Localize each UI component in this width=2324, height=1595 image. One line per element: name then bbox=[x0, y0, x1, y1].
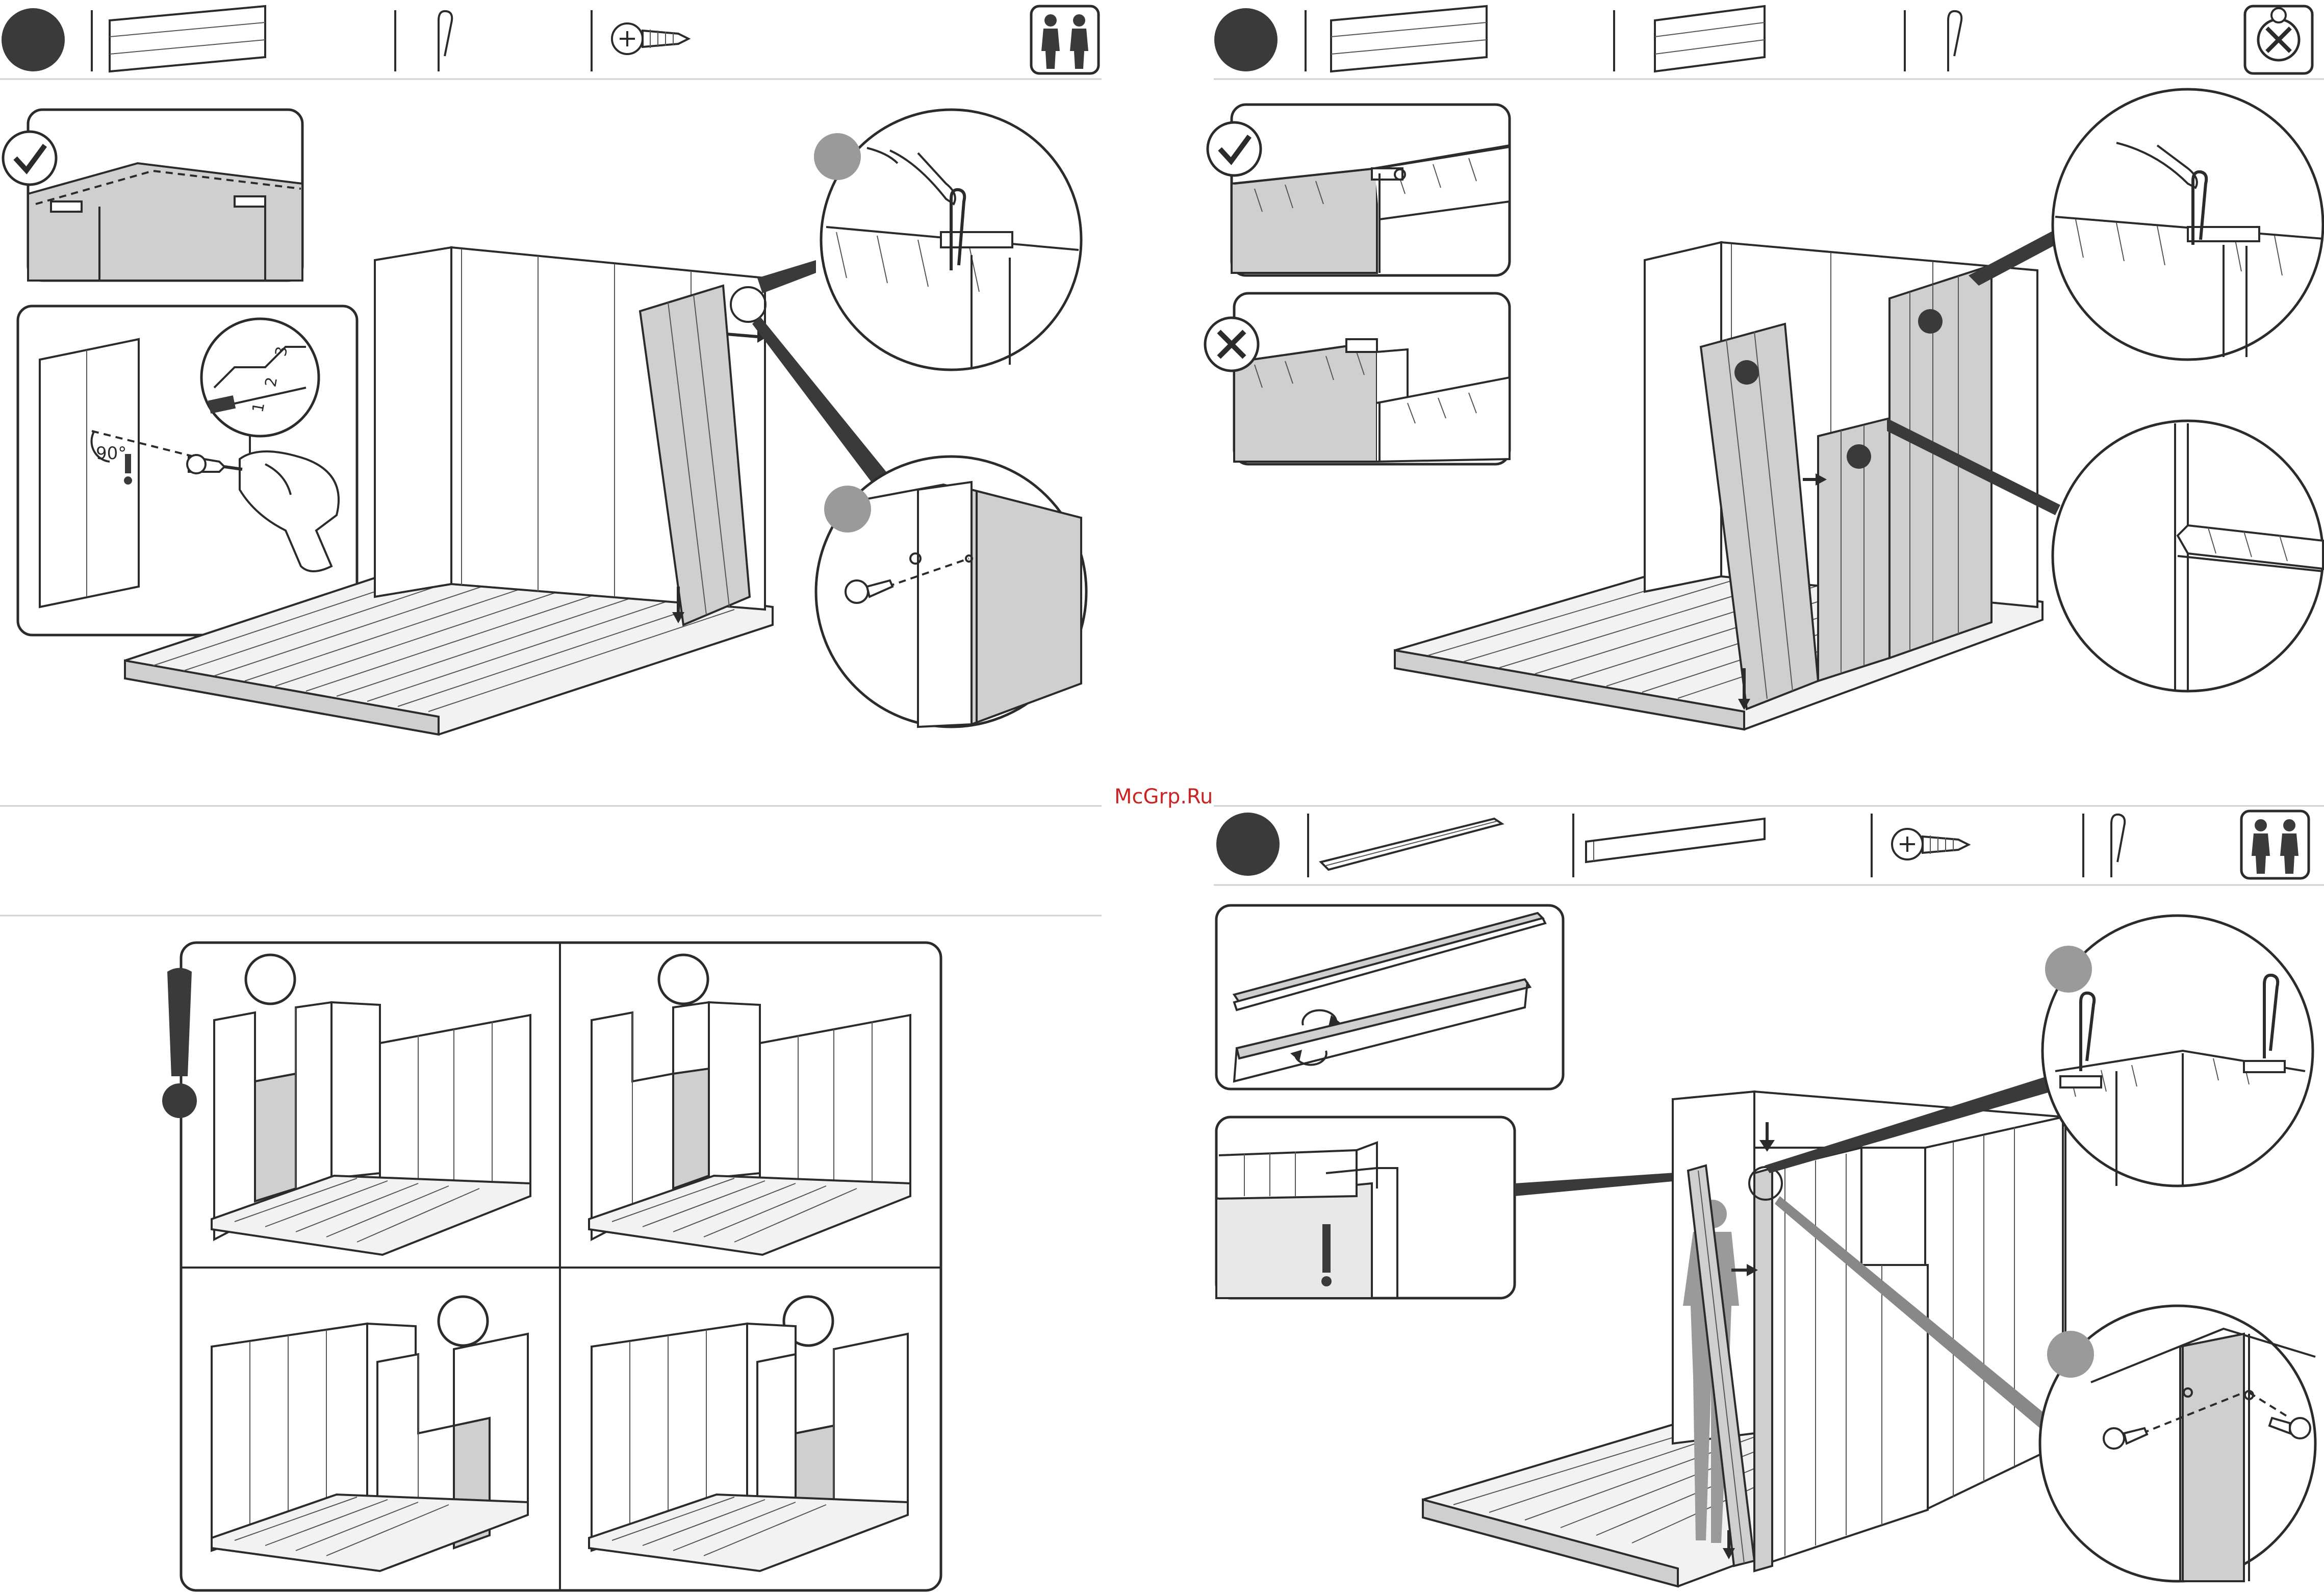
screw-icon bbox=[612, 23, 688, 54]
pin-insert-callout bbox=[2053, 89, 2323, 360]
step-header-bottom-right bbox=[1216, 811, 2309, 878]
step-number-circle bbox=[1216, 813, 1280, 876]
angle-label: 90° bbox=[96, 443, 126, 464]
pin-icon bbox=[439, 11, 452, 71]
screw-detail-callout bbox=[2040, 1306, 2315, 1581]
correct-alignment-inset bbox=[3, 110, 302, 281]
trim-strip-icon bbox=[1321, 819, 1502, 870]
pin-insert-callout bbox=[2042, 916, 2323, 1188]
pin-insert-callout bbox=[814, 110, 1081, 370]
cross-icon bbox=[1205, 318, 1258, 371]
step-header-top-left bbox=[2, 6, 1099, 73]
wall-panel-icon bbox=[110, 6, 265, 71]
callout-marker bbox=[824, 486, 871, 533]
corner-profile-inset bbox=[1216, 1117, 1515, 1298]
screw-icon bbox=[1892, 829, 1969, 859]
screw-detail-callout bbox=[816, 457, 1086, 727]
wall-panel-icon bbox=[1655, 6, 1765, 71]
drill-screw-inset: 90° 1 2 3 bbox=[18, 306, 357, 635]
step-number-circle bbox=[2, 8, 65, 71]
assembly-order-warning bbox=[162, 943, 941, 1590]
callout-marker bbox=[814, 133, 861, 180]
two-people-icon bbox=[1031, 6, 1099, 73]
long-beam-icon bbox=[1586, 819, 1765, 862]
check-icon bbox=[3, 132, 56, 185]
pin-icon bbox=[1948, 11, 1961, 71]
pin-icon bbox=[2111, 815, 2125, 877]
step-header-top-right bbox=[1214, 6, 2312, 73]
panel-joint-callout bbox=[2053, 421, 2323, 691]
incorrect-fit-inset bbox=[1205, 293, 1510, 464]
callout-marker bbox=[2045, 946, 2092, 993]
no-screw-icon bbox=[2245, 6, 2312, 73]
correct-fit-inset bbox=[1208, 105, 1510, 275]
watermark-text: McGrp.Ru bbox=[1114, 785, 1213, 808]
step-number-circle bbox=[1214, 8, 1278, 71]
shed-assembly-bottom-right bbox=[1423, 1074, 2065, 1586]
wall-panel-icon bbox=[1331, 6, 1487, 71]
two-people-icon bbox=[2241, 811, 2309, 878]
check-icon bbox=[1208, 122, 1261, 175]
trim-rotate-inset bbox=[1216, 905, 1563, 1089]
callout-marker bbox=[2047, 1331, 2094, 1378]
